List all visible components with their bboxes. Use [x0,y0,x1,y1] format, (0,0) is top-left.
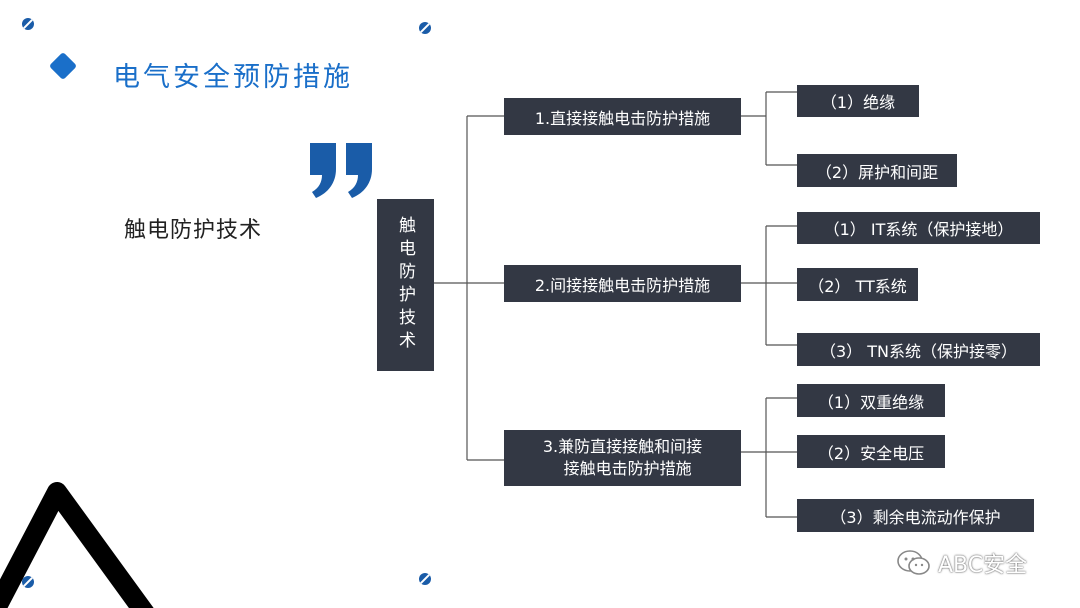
footer-watermark: ABC安全 [896,547,1027,579]
leaf-node-3-3: （3）剩余电流动作保护 [797,499,1034,532]
leaf-node-3-1: （1）双重绝缘 [797,384,945,417]
leaf-node-1-1: （1）绝缘 [797,85,919,117]
branch-node-1: 1.直接接触电击防护措施 [504,98,741,135]
branch-node-3: 3.兼防直接接触和间接 接触电击防护措施 [504,430,741,486]
footer-text: ABC安全 [938,553,1028,578]
leaf-node-3-2: （2）安全电压 [797,435,945,468]
leaf-node-2-2: （2） TT系统 [797,268,918,301]
decor-dot-bottom-mid [419,573,431,585]
branch-node-2: 2.间接接触电击防护措施 [504,265,741,302]
decor-dot-bottom-left [22,576,34,588]
leaf-node-1-2: （2）屏护和间距 [797,154,957,187]
wechat-icon [897,550,930,575]
page-title: 电气安全预防措施 [113,62,353,93]
decor-dot-top-left [22,18,34,30]
root-node: 触电防护技术 [377,199,434,371]
section-subtitle: 触电防护技术 [124,218,263,243]
decor-dot-top-mid [419,22,431,34]
leaf-node-2-3: （3） TN系统（保护接零） [797,333,1040,366]
leaf-node-2-1: （1） IT系统（保护接地） [797,212,1040,244]
quote-mark-icon [310,143,372,198]
